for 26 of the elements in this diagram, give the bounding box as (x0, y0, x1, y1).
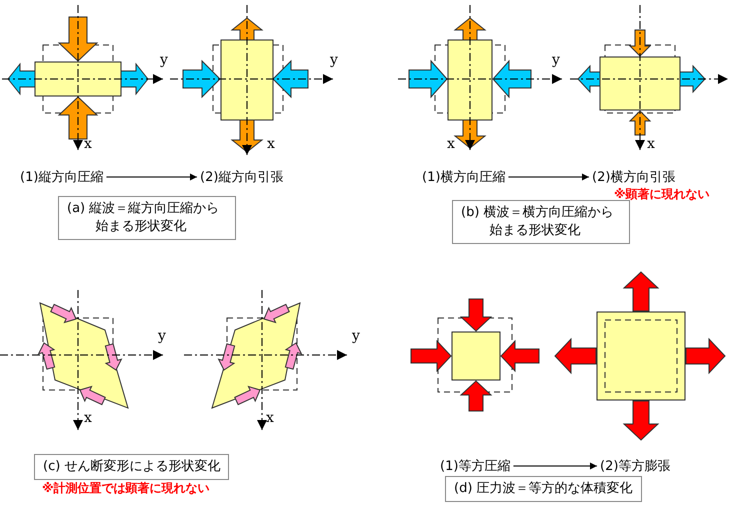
stage-label: (2)縦方向引張 (200, 169, 284, 186)
axis-label: x (84, 136, 92, 152)
axis-label: x (266, 410, 274, 426)
caption-box: (a) 縦波＝縦方向圧縮から始まる形状変化 (58, 196, 236, 240)
axis-label: x (84, 410, 92, 426)
arrow (106, 174, 198, 180)
axis-label: y (160, 52, 168, 68)
arrow (512, 462, 598, 470)
axis-label: y (552, 52, 560, 68)
axis-label: x (647, 136, 655, 152)
note-text: ※計測位置では顕著に現れない (42, 480, 211, 498)
axis-label: x (447, 136, 455, 152)
stage-label: (1)等方圧縮 (440, 458, 510, 475)
caption-box: (d) 圧力波＝等方的な体積変化 (445, 476, 642, 502)
stage-label: (2)等方膨張 (600, 458, 670, 475)
axis-label: y (330, 52, 338, 68)
note-text: ※顕著に現れない (614, 186, 710, 203)
axis-label: y (352, 328, 360, 344)
axis-label: y (158, 328, 166, 344)
stage-label: (1)横方向圧縮 (422, 169, 506, 186)
stage-label: (2)横方向引張 (592, 169, 676, 186)
arrow (508, 174, 590, 180)
stage-label: (1)縦方向圧縮 (20, 169, 104, 186)
axis-label: x (267, 136, 275, 152)
caption-box: (c) せん断変形による形状変化 (34, 454, 230, 480)
caption-box: (b) 横波＝横方向圧縮から始まる形状変化 (452, 200, 630, 244)
